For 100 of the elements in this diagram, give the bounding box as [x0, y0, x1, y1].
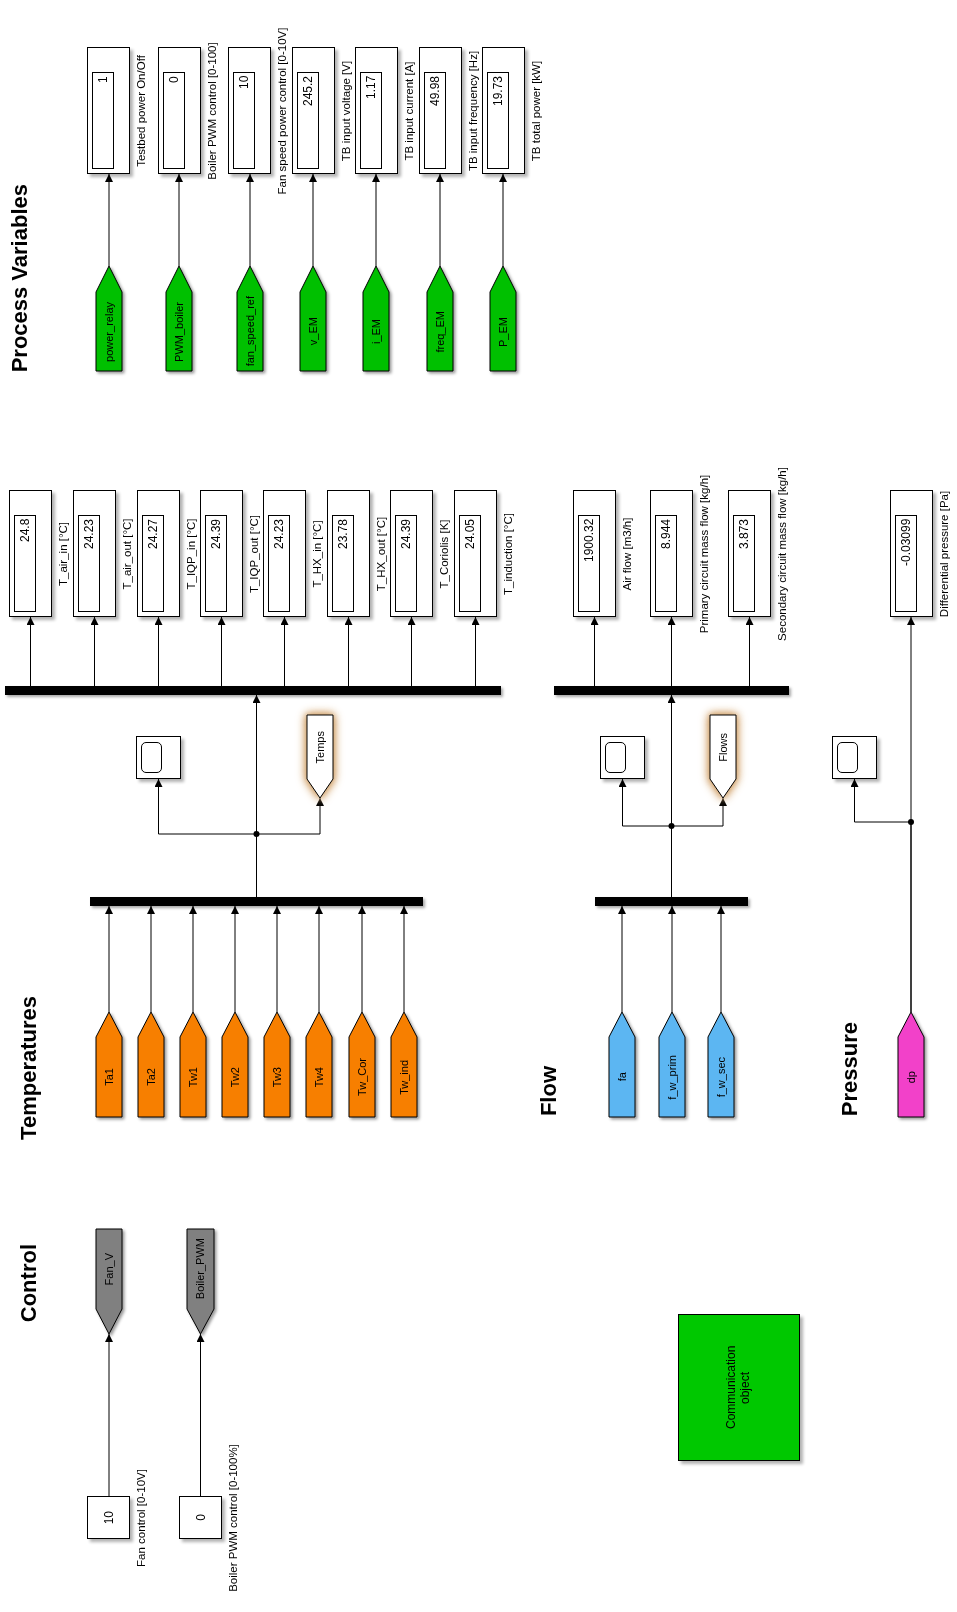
tag-label: Ta1 [103, 1068, 115, 1086]
value-readout: -0.03099 [895, 515, 917, 612]
signal-line [90, 616, 99, 687]
tag-label: Tw3 [271, 1066, 283, 1088]
display-block [292, 47, 335, 174]
display-block [73, 490, 116, 617]
tag-label: fan_speed_ref [244, 296, 256, 367]
block-label: Boiler PWM control [0-100] [207, 41, 219, 180]
signal-line [231, 905, 239, 1013]
signal-line [471, 616, 480, 687]
signal-tag [138, 1012, 164, 1117]
display-block [573, 490, 616, 617]
bus-bar [554, 686, 789, 695]
signal-line [717, 905, 725, 1013]
constant-value: 10 [102, 1510, 115, 1525]
tag-label: i_EM [370, 318, 382, 345]
block-label: T_IQP_out [°C] [249, 514, 261, 593]
signal-tag [659, 1012, 685, 1117]
signal-tag [96, 1012, 122, 1117]
block-label: T_IQP_in [°C] [186, 517, 198, 590]
constant-value: 0 [194, 1514, 207, 1521]
signal-tag [427, 266, 453, 371]
tag-label: f_w_prim [666, 1054, 678, 1100]
block-label: TB total power [kW] [531, 60, 543, 161]
display-block [728, 490, 771, 617]
display-block [419, 47, 462, 174]
display-block [263, 490, 306, 617]
tag-label: Tw4 [313, 1066, 325, 1088]
signal-tag [391, 1012, 417, 1117]
signal-tag [307, 715, 333, 798]
signal-line [344, 616, 353, 687]
block-label: TB input frequency [Hz] [468, 50, 480, 171]
block-label: TB input voltage [V] [341, 60, 353, 161]
signal-tag [222, 1012, 248, 1117]
tag-label: Boiler_PWM [195, 1238, 206, 1300]
value-readout: 19.73 [487, 72, 509, 169]
block-label: Fan speed power control [0-10V] [277, 27, 289, 194]
display-block [9, 490, 52, 617]
signal-line [372, 173, 380, 267]
tag-label: Tw2 [229, 1066, 241, 1088]
display-block [390, 490, 433, 617]
tag-label: dp [905, 1070, 917, 1084]
tag-label: freq_EM [434, 310, 446, 353]
display-block [158, 47, 201, 174]
signal-tag [710, 715, 736, 798]
block-label: Testbed power On/Off [136, 54, 148, 167]
value-readout: 1.17 [360, 72, 382, 169]
tag-label: PWM_boiler [173, 301, 185, 362]
signal-line [175, 173, 183, 267]
signal-line [590, 616, 599, 687]
tag-label: Tw_ind [398, 1059, 410, 1095]
block-label: TB input current [A] [404, 60, 416, 161]
value-readout: 245.2 [297, 72, 319, 169]
signal-tag [180, 1012, 206, 1117]
scope-block [136, 736, 181, 779]
signal-tag [300, 266, 326, 371]
display-block [650, 490, 693, 617]
signal-line [315, 905, 323, 1013]
value-readout: 24.39 [205, 515, 227, 612]
signal-line [26, 616, 35, 687]
tag-label: f_w_sec [715, 1056, 727, 1098]
signal-tag [187, 1229, 214, 1334]
signal-tag [349, 1012, 375, 1117]
tag-label: P_EM [497, 316, 509, 347]
section-title: Temperatures [18, 996, 40, 1140]
signal-tag [96, 266, 122, 371]
signal-tag [708, 1012, 734, 1117]
scope-block [600, 736, 645, 779]
constant-block [179, 1496, 222, 1539]
bus-bar [5, 686, 501, 695]
signal-line [147, 905, 155, 1013]
signal-line [671, 797, 727, 898]
signal-line [105, 1333, 113, 1497]
signal-line [105, 173, 113, 267]
block-label: Fan control [0-10V] [136, 1468, 148, 1567]
display-block [137, 490, 180, 617]
block-label: T_induction [°C] [503, 512, 515, 595]
block-label: T_air_out [°C] [122, 517, 134, 590]
signal-tag [363, 266, 389, 371]
value-readout: 23.78 [332, 515, 354, 612]
signal-line [196, 1333, 205, 1497]
signal-line [189, 905, 197, 1013]
tag-label: Flows [717, 732, 729, 762]
signal-line [154, 616, 163, 687]
bus-bar [595, 897, 748, 906]
block-label: T_HX_in [°C] [312, 519, 324, 588]
value-readout: 24.8 [14, 515, 36, 612]
display-block [454, 490, 497, 617]
signal-tag [609, 1012, 635, 1117]
block-label: Differential pressure [Pa] [939, 490, 951, 617]
signal-line [850, 778, 912, 1013]
display-block [355, 47, 398, 174]
tag-label: v_EM [307, 317, 319, 346]
section-title: Process Variables [9, 183, 31, 372]
subsystem-block [678, 1314, 800, 1461]
signal-line [217, 616, 226, 687]
block-label: T_air_in [°C] [58, 521, 70, 586]
signal-line [499, 173, 507, 267]
value-readout: 24.23 [268, 515, 290, 612]
section-title: Pressure [839, 1021, 861, 1116]
